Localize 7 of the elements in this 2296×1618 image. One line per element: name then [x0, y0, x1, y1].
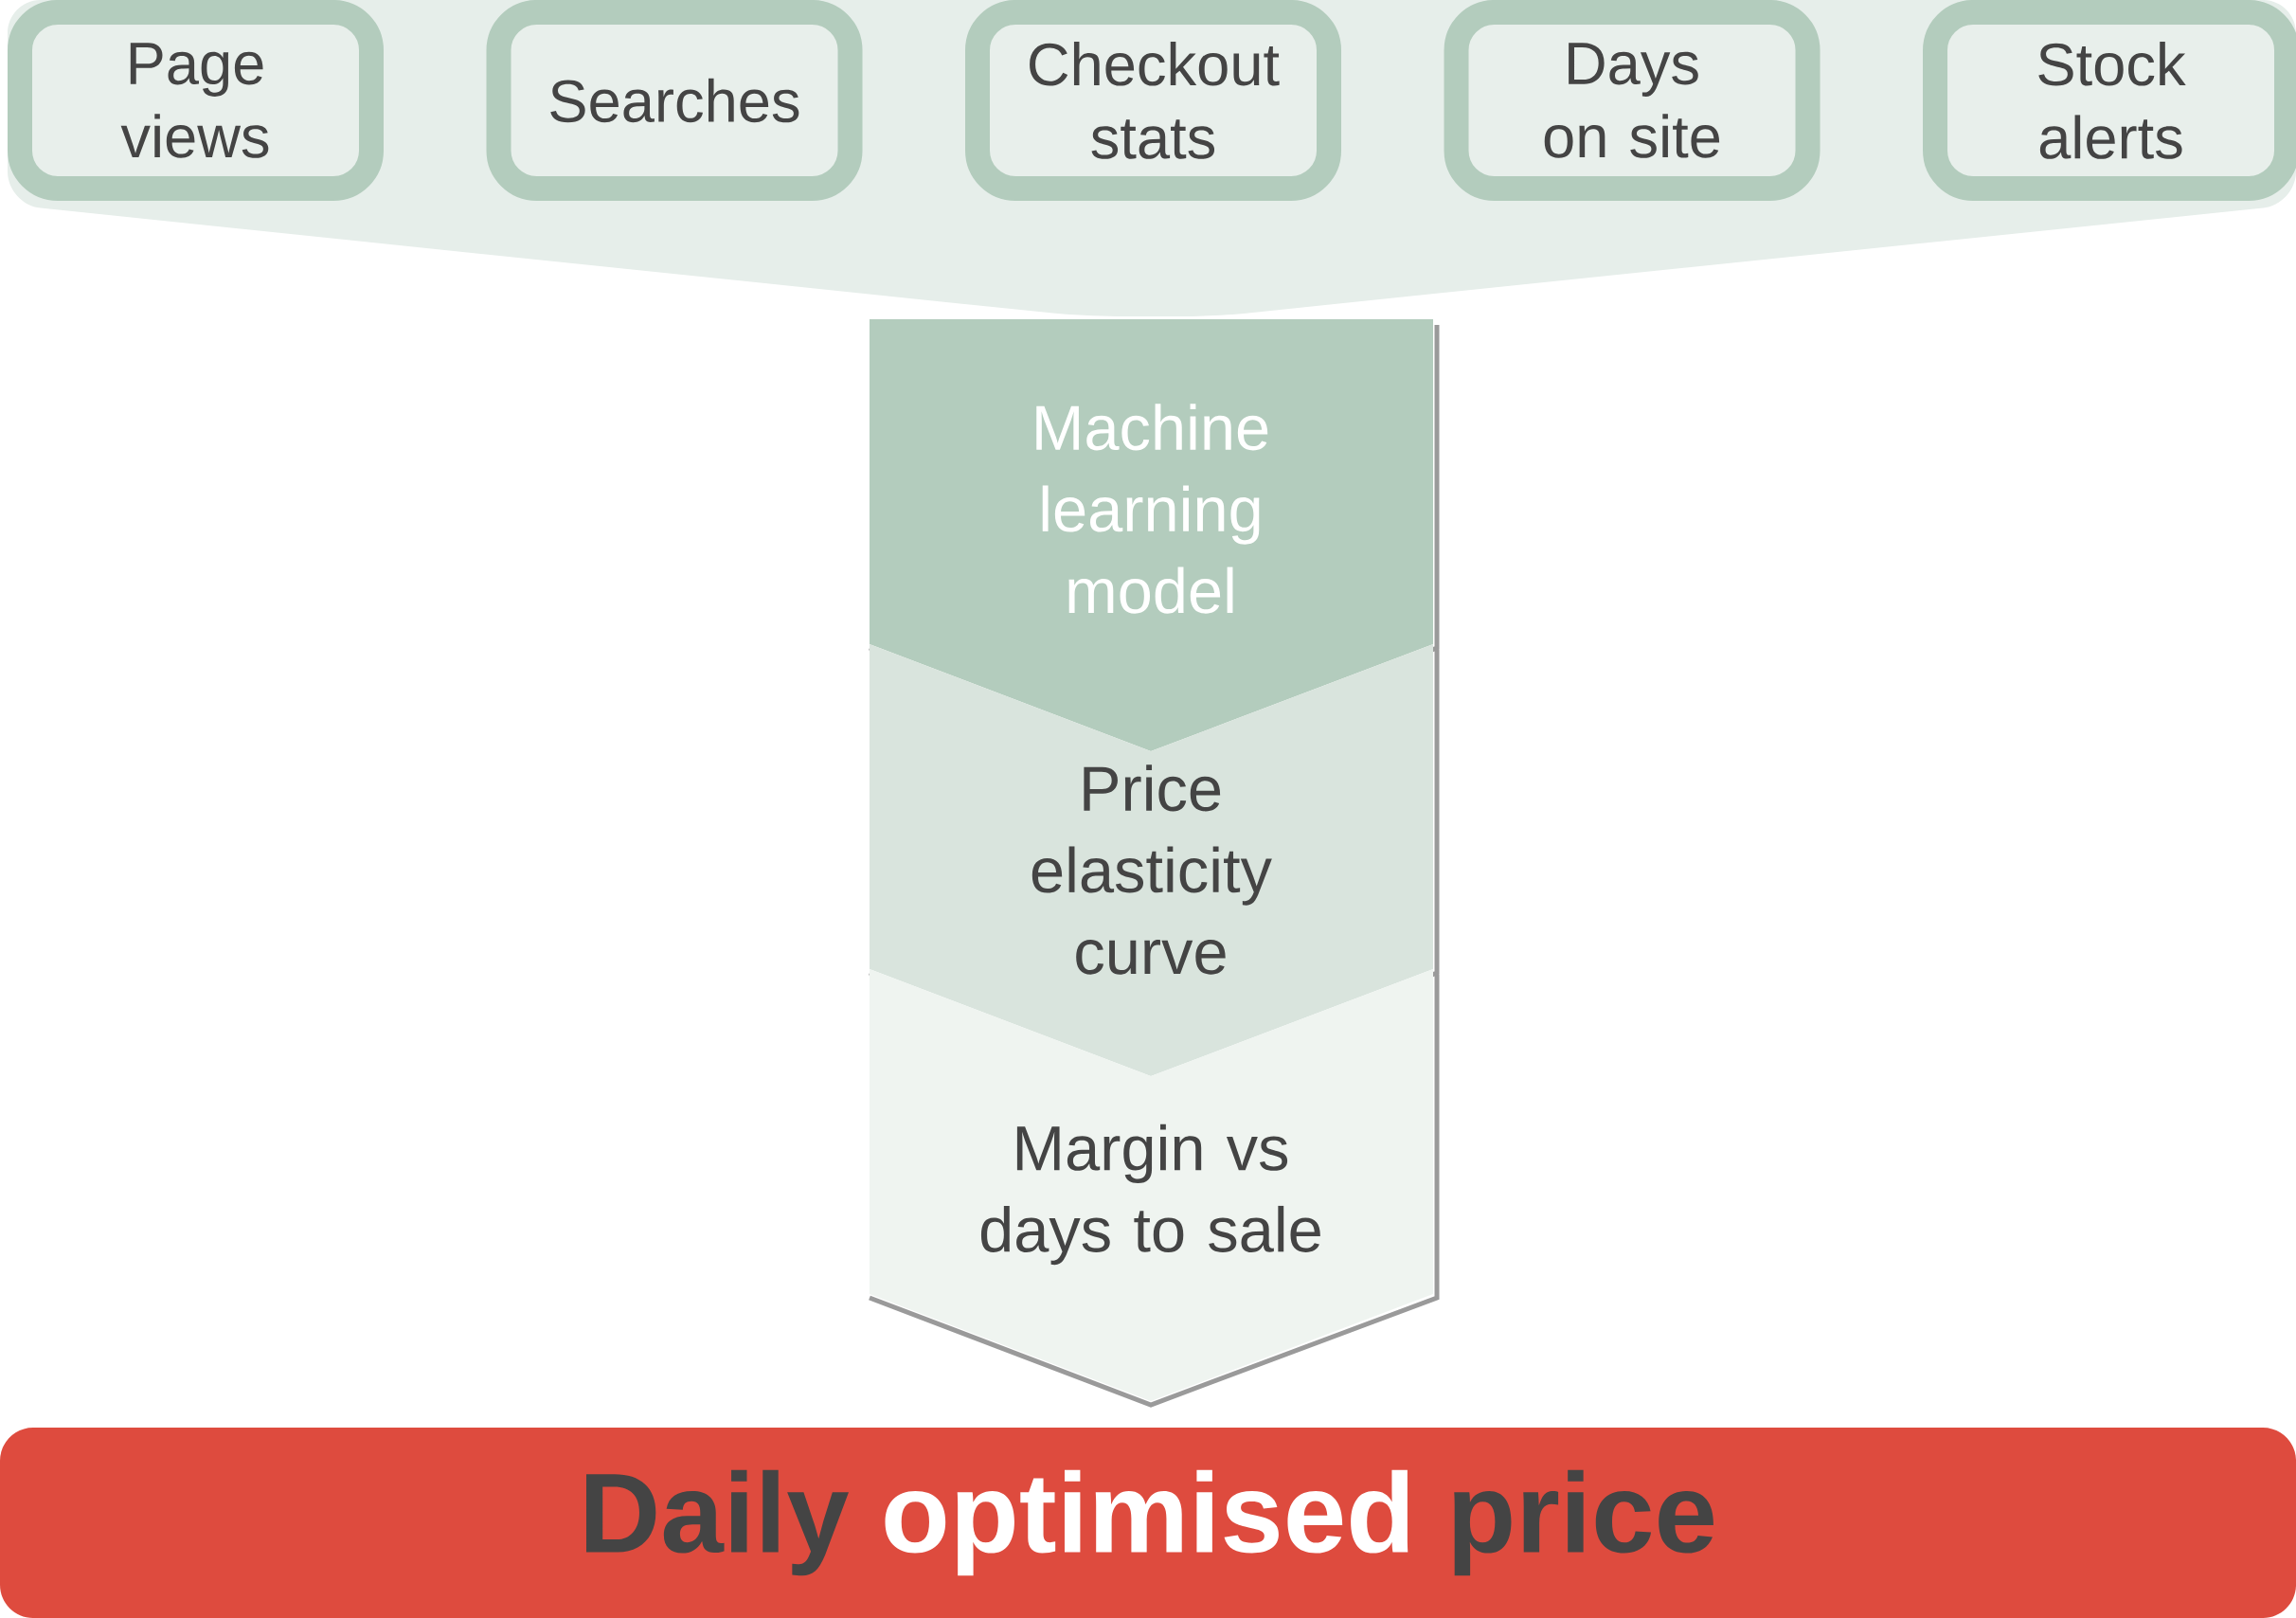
input-box: Searches	[486, 0, 863, 201]
result-bar: Daily optimised price	[0, 1428, 2296, 1618]
chevron-step: Machine learning model	[869, 319, 1440, 758]
input-box: Days on site	[1444, 0, 1821, 201]
input-box: Stock alerts	[1923, 0, 2296, 201]
input-box: Page views	[8, 0, 384, 201]
input-box: Checkout stats	[965, 0, 1341, 201]
